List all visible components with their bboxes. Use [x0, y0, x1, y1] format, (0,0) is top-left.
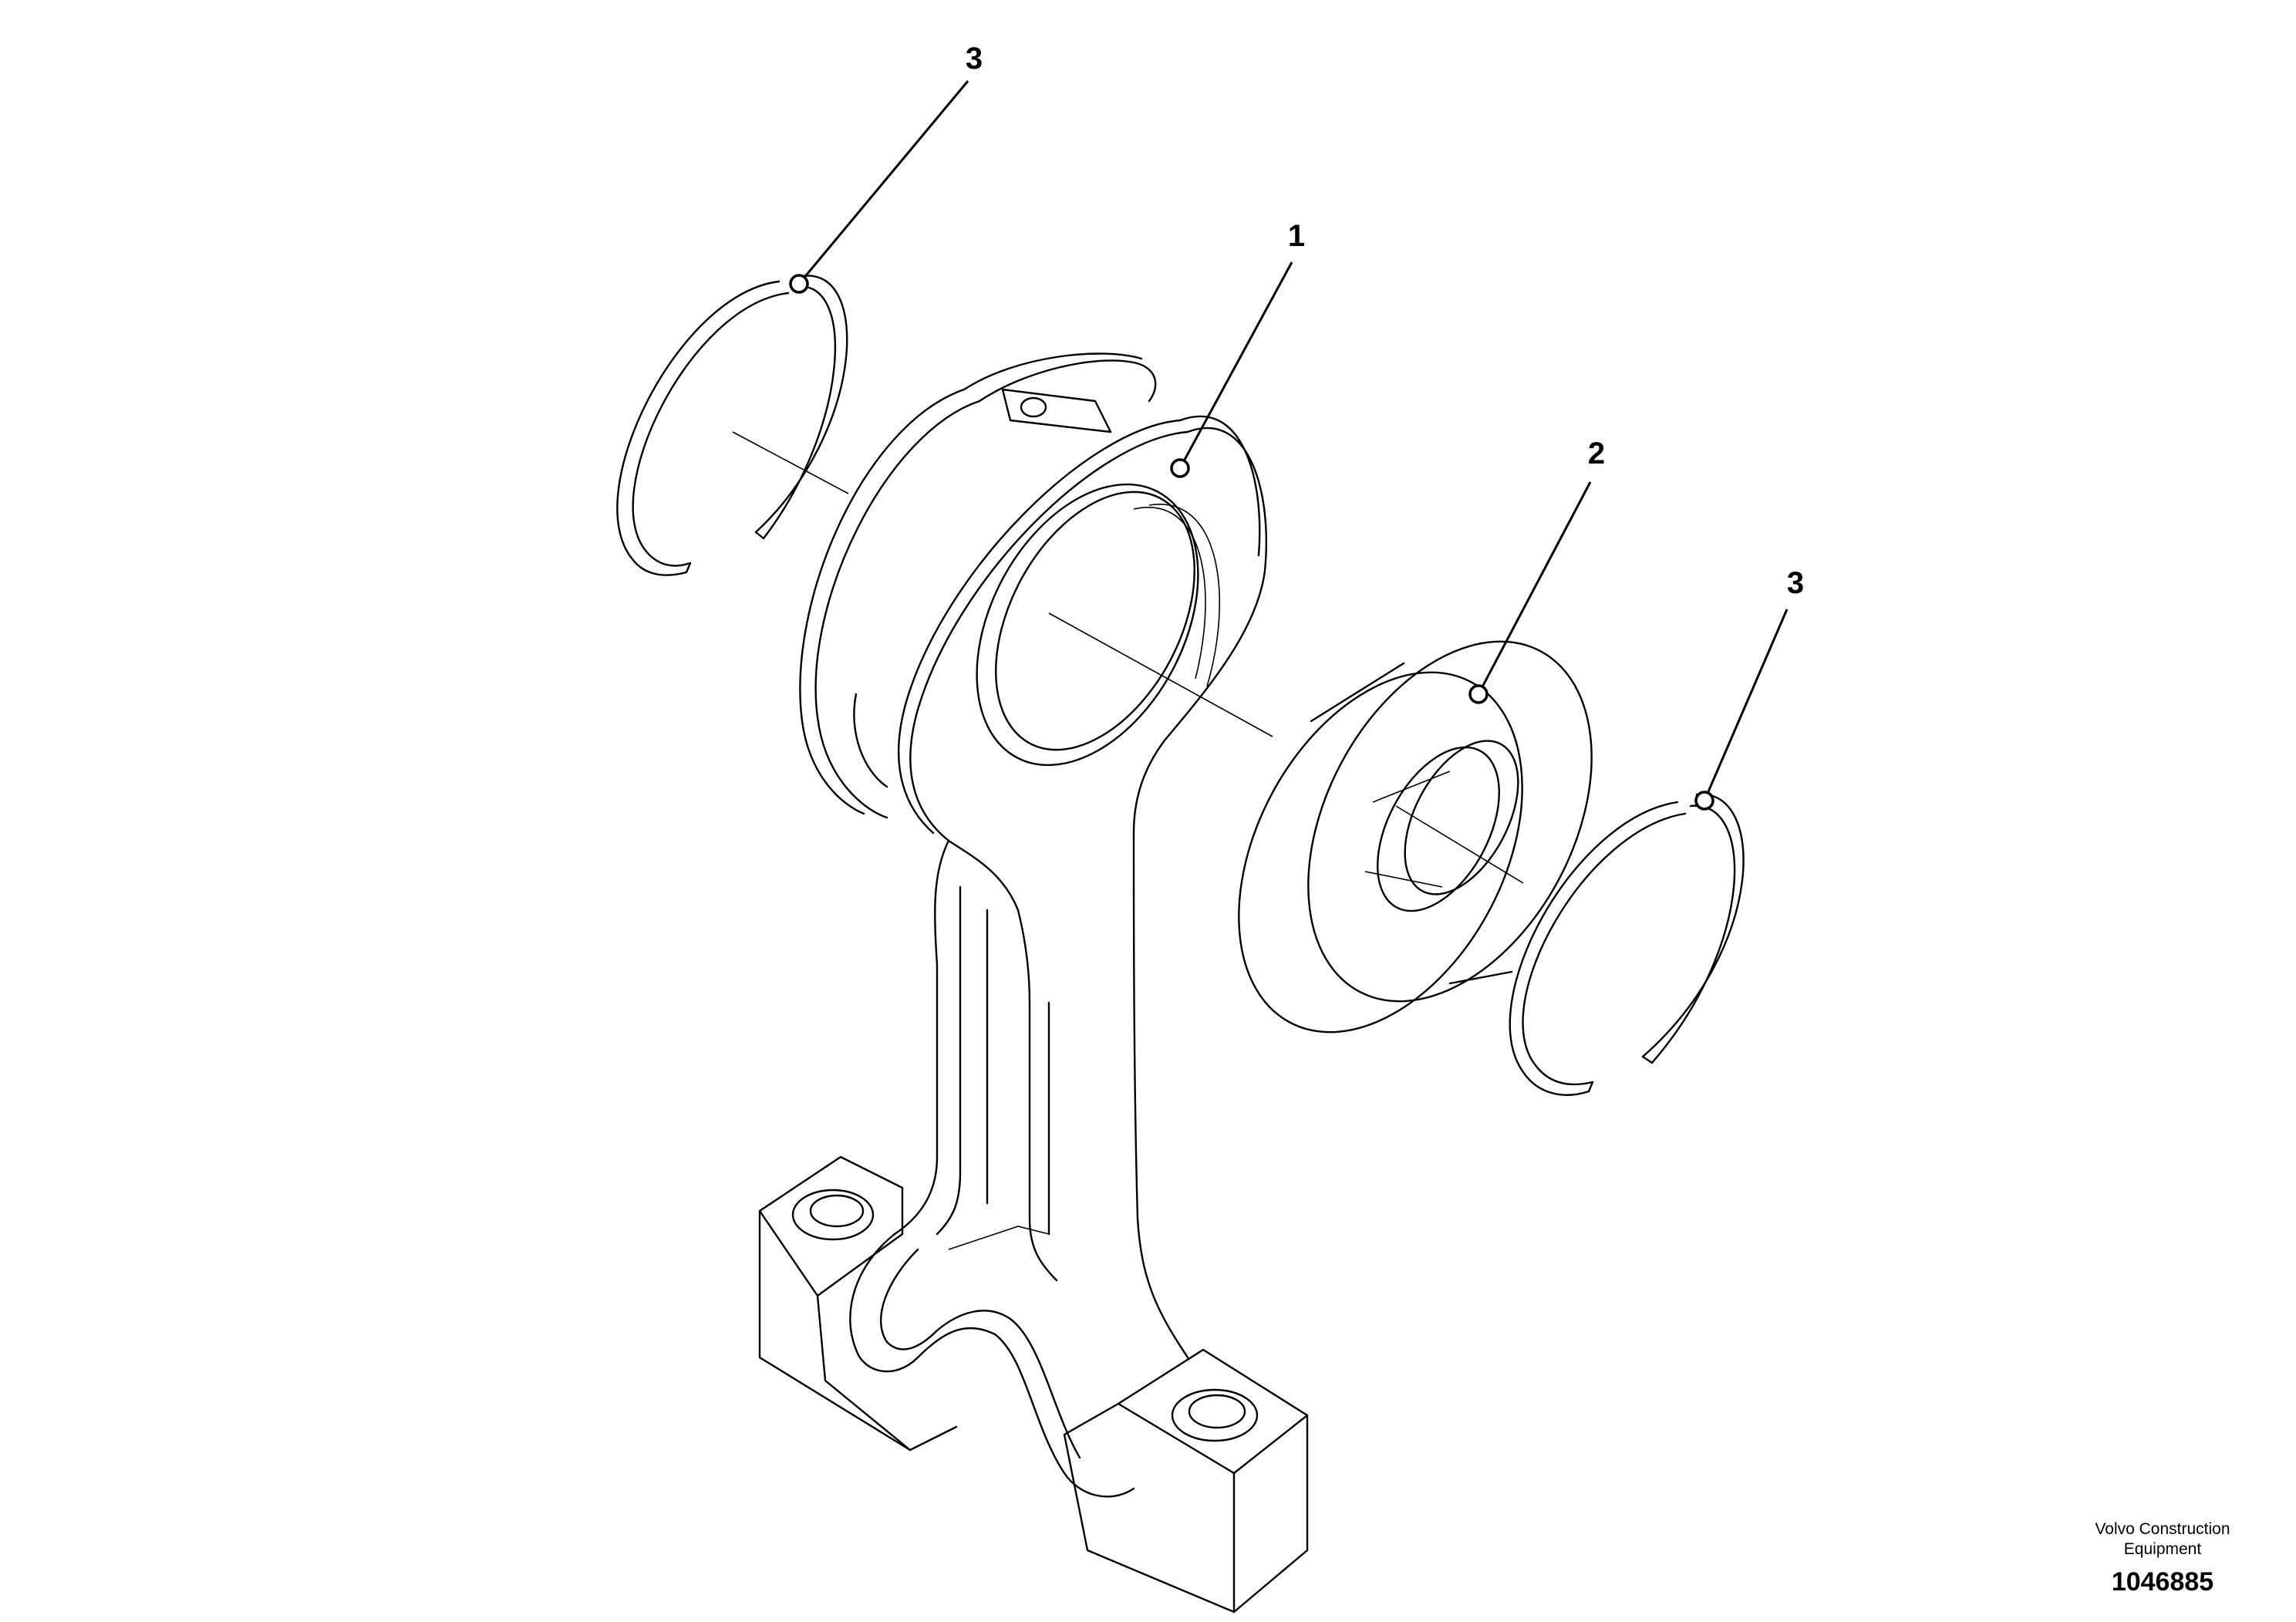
rod-bracket	[758, 352, 1309, 1614]
callout-part-1: 1	[1287, 219, 1306, 253]
snap-ring-upper	[616, 275, 848, 576]
leader-lines	[789, 80, 1789, 811]
leader-dot-2	[1468, 684, 1489, 704]
callout-part-3-lower: 3	[1786, 566, 1805, 600]
callout-part-3-upper: 3	[965, 42, 983, 76]
drawing-number: 1046885	[2111, 1567, 2214, 1597]
leader-dot-1	[1170, 458, 1190, 478]
snap-ring-lower	[1509, 793, 1745, 1096]
leader-dot-3-lower	[1694, 791, 1714, 811]
assembly-center-lines	[732, 431, 1524, 884]
drawing-credit: Volvo Construction Equipment 1046885	[2074, 1519, 2251, 1597]
bearing	[1238, 640, 1593, 1034]
callout-part-2: 2	[1587, 437, 1606, 470]
company-name: Volvo Construction Equipment	[2095, 1520, 2230, 1558]
leader-dot-3-upper	[789, 274, 809, 294]
